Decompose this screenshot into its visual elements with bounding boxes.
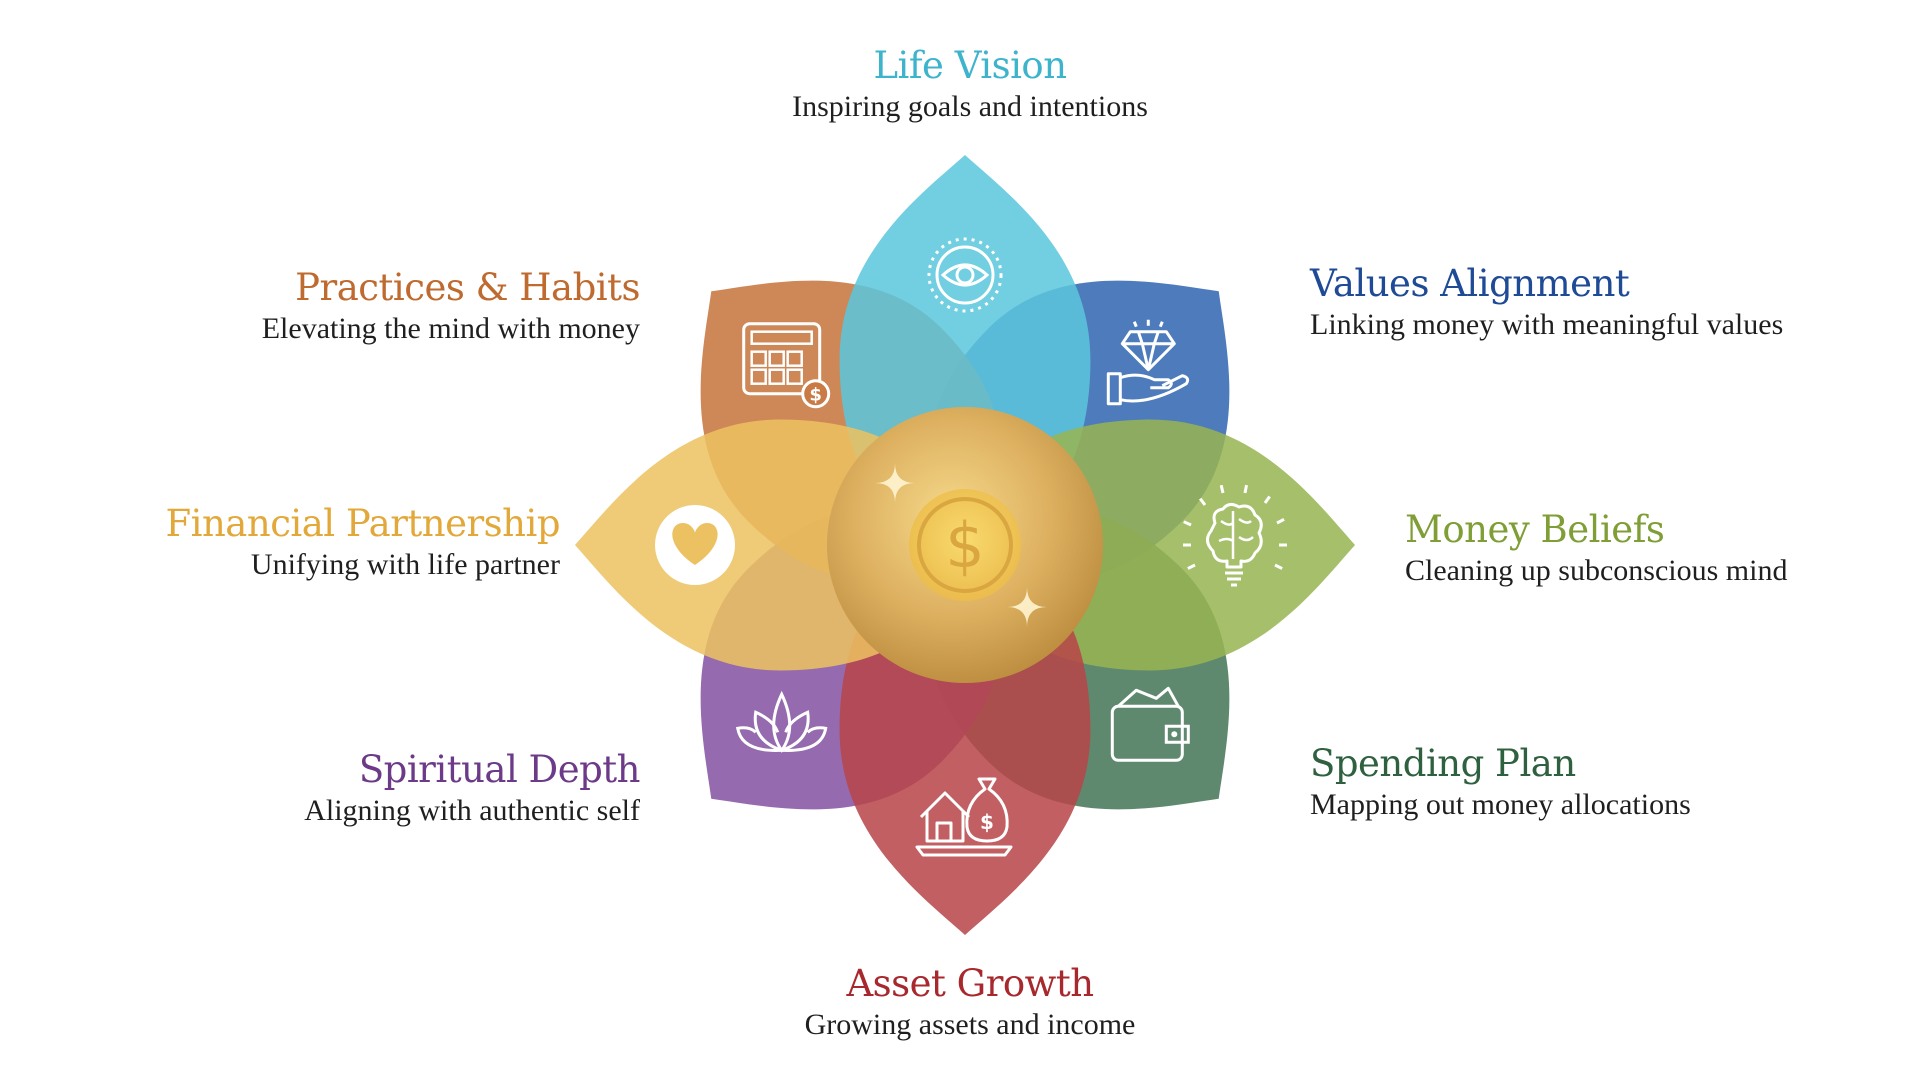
financial-partnership-title: Financial Partnership	[165, 502, 560, 545]
spending-plan-subtitle: Mapping out money allocations	[1310, 788, 1691, 821]
financial-partnership-subtitle: Unifying with life partner	[250, 548, 560, 581]
money-beliefs-subtitle: Cleaning up subconscious mind	[1405, 554, 1788, 587]
eye-icon	[927, 237, 1003, 313]
practices-habits-title: Practices & Habits	[295, 266, 640, 309]
spending-plan-title: Spending Plan	[1310, 742, 1576, 785]
label-practices-habits: Practices & Habits Elevating the mind wi…	[80, 266, 641, 348]
life-vision-subtitle: Inspiring goals and intentions	[792, 90, 1148, 123]
label-spending-plan: Spending Plan Mapping out money allocati…	[1310, 742, 1870, 824]
diamond-hand-icon	[1106, 319, 1190, 406]
sparkle-icon	[875, 463, 915, 503]
label-financial-partnership: Financial Partnership Unifying with life…	[0, 502, 560, 584]
sparkle-icon	[1007, 587, 1047, 627]
house-moneybag-icon: $	[915, 777, 1013, 857]
values-alignment-title: Values Alignment	[1310, 262, 1630, 305]
svg-text:$: $	[980, 810, 994, 834]
svg-text:$: $	[809, 385, 822, 406]
icon-group: $$	[655, 237, 1287, 857]
life-vision-title: Life Vision	[873, 44, 1067, 87]
lotus-icon	[735, 690, 828, 753]
spiritual-depth-subtitle: Aligning with authentic self	[304, 794, 640, 827]
heart-icon	[655, 505, 735, 585]
label-life-vision: Life Vision Inspiring goals and intentio…	[690, 44, 1250, 126]
spiritual-depth-title: Spiritual Depth	[358, 748, 641, 791]
dollar-coin-icon: $	[909, 489, 1021, 601]
wallet-icon	[1110, 686, 1190, 762]
label-values-alignment: Values Alignment Linking money with mean…	[1310, 262, 1870, 344]
asset-growth-subtitle: Growing assets and income	[804, 1008, 1136, 1041]
calculator-icon: $	[742, 322, 831, 409]
practices-habits-subtitle: Elevating the mind with money	[261, 312, 640, 345]
brain-bulb-icon	[1183, 484, 1287, 587]
label-spiritual-depth: Spiritual Depth Aligning with authentic …	[80, 748, 640, 830]
money-beliefs-title: Money Beliefs	[1405, 508, 1665, 551]
svg-text:$: $	[945, 509, 984, 582]
center-medallion: $	[827, 407, 1103, 683]
asset-growth-title: Asset Growth	[846, 962, 1094, 1005]
label-asset-growth: Asset Growth Growing assets and income	[690, 962, 1250, 1044]
label-money-beliefs: Money Beliefs Cleaning up subconscious m…	[1405, 508, 1920, 590]
values-alignment-subtitle: Linking money with meaningful values	[1310, 308, 1784, 341]
